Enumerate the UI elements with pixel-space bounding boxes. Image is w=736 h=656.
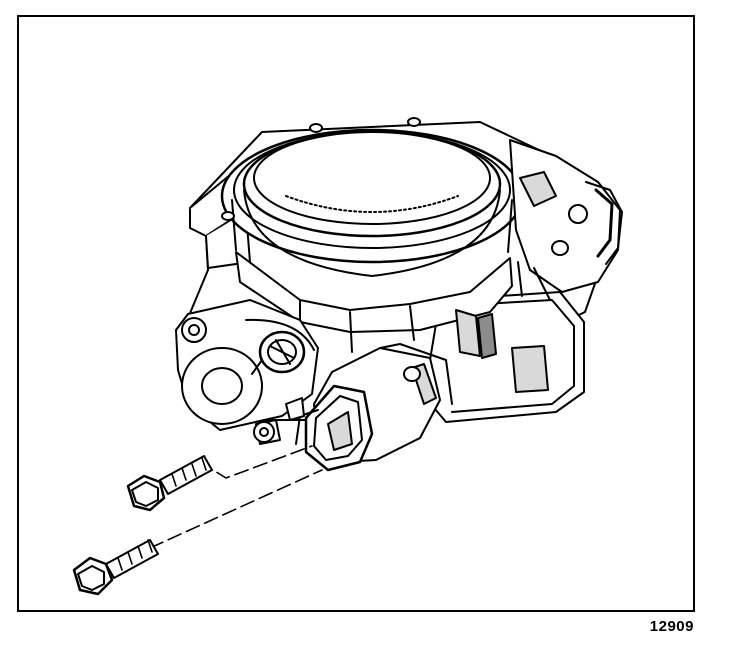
idle-valve-connector: [251, 330, 306, 375]
throttle-bore: [220, 128, 524, 277]
figure-number: 12909: [649, 618, 694, 635]
fastener-alignment-lines: [149, 445, 323, 549]
throttle-linkage: [509, 139, 623, 301]
body-walls: [235, 251, 513, 359]
upper-mounting-screw: [126, 455, 213, 512]
lower-mounting-screw: [72, 539, 159, 596]
tps-connector: [295, 384, 374, 472]
housing-bosses: [221, 117, 421, 221]
vacuum-port: [253, 397, 305, 445]
